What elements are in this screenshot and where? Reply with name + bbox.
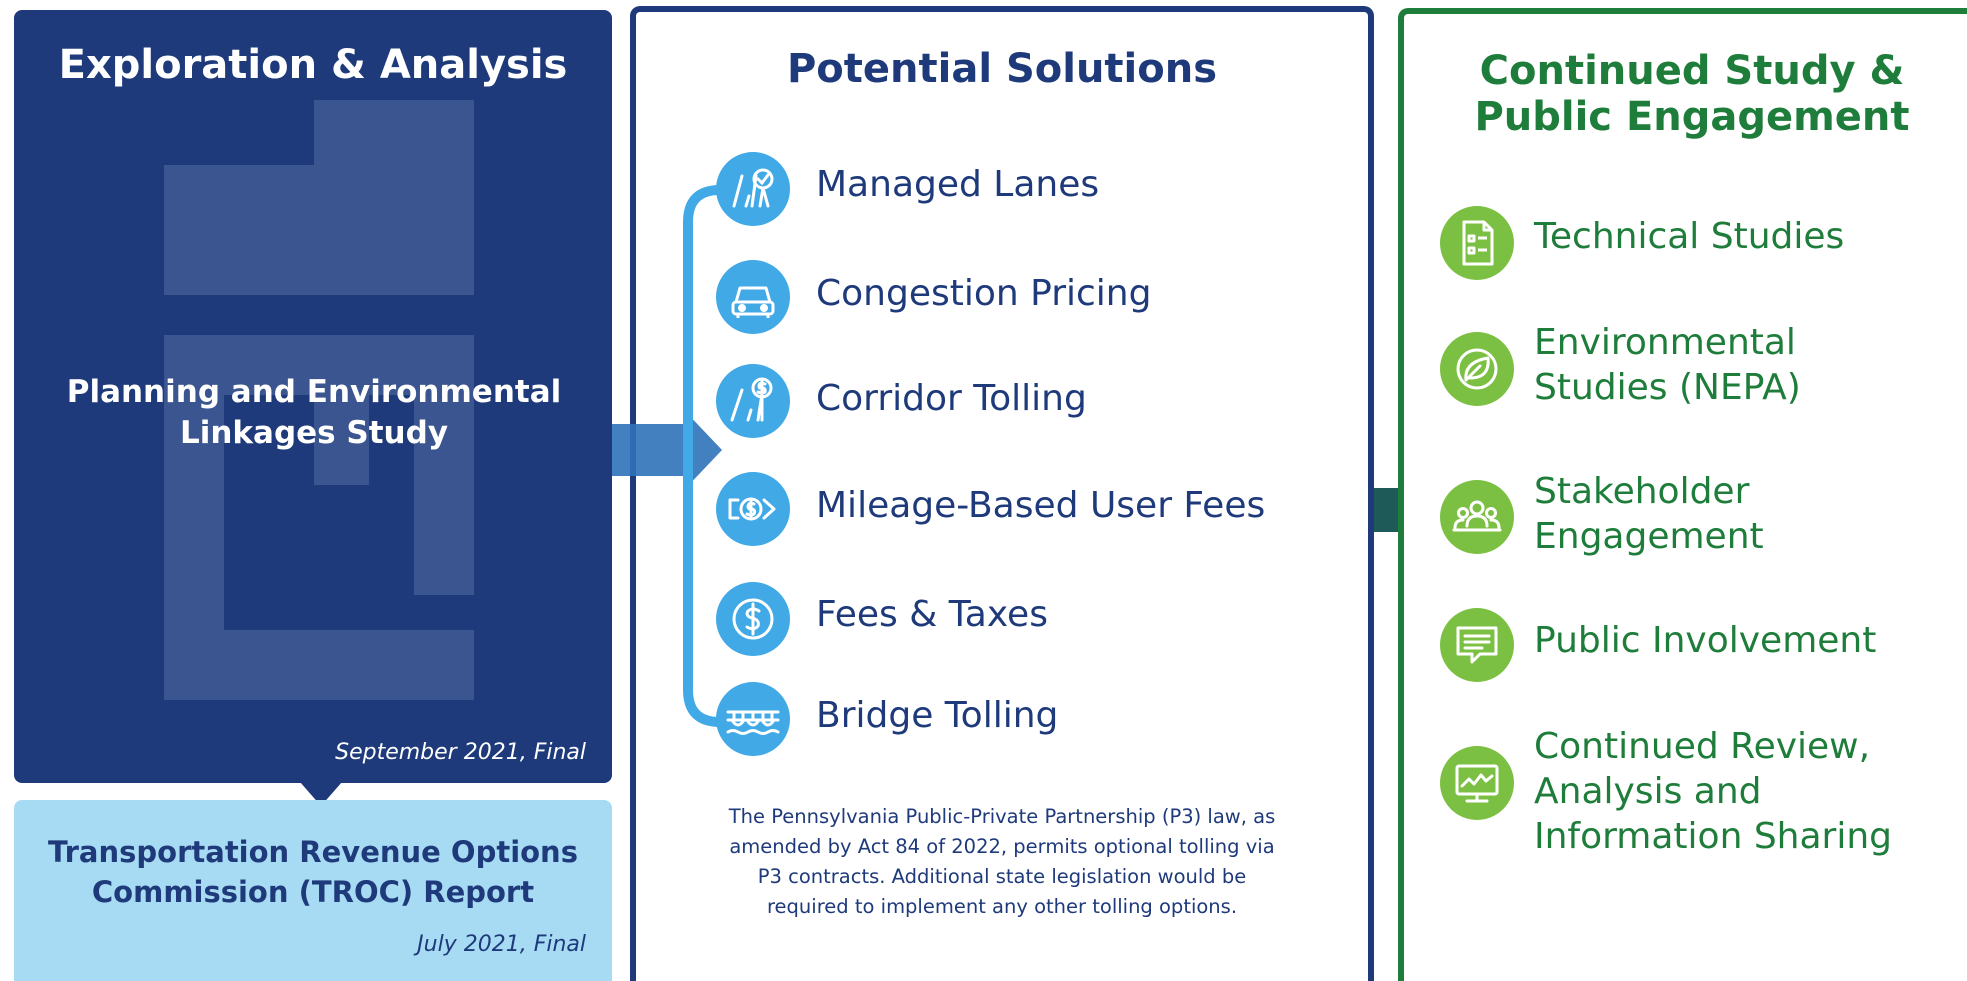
step-stakeholder-engagement: Stakeholder Engagement [1534,469,1764,559]
note-line4: required to implement any other tolling … [766,895,1238,918]
step4-line1: Public Involvement [1534,620,1877,661]
left-panel-title: Exploration & Analysis [58,42,568,88]
people-icon [1440,480,1514,554]
right-title-line1: Continued Study & [1479,48,1905,94]
pel-study-title: Planning and Environmental Linkages Stud… [34,372,594,454]
step3-line1: Stakeholder [1534,471,1750,512]
step-continued-review: Continued Review, Analysis and Informati… [1534,724,1892,859]
solution-bridge-tolling: Bridge Tolling [816,695,1059,736]
pel-study-date: September 2021, Final [335,740,586,765]
note-line3: P3 contracts. Additional state legislati… [757,865,1247,888]
right-panel-title: Continued Study & Public Engagement [1432,48,1952,140]
solution-congestion-pricing: Congestion Pricing [816,273,1152,314]
step-public-involvement: Public Involvement [1534,618,1876,663]
solution-corridor-tolling: Corridor Tolling [816,378,1087,419]
step5-line2: Analysis and [1534,771,1762,812]
potential-solutions-panel: Potential Solutions Managed Lanes Conges… [630,6,1374,981]
step5-line1: Continued Review, [1534,726,1871,767]
middle-panel-title: Potential Solutions [786,46,1218,92]
troc-title-line1: Transportation Revenue Options [48,835,578,869]
solution-managed-lanes: Managed Lanes [816,164,1100,205]
solution-mileage-based-user-fees: Mileage-Based User Fees [816,485,1266,526]
document-icon [1440,206,1514,280]
step-environmental-studies: Environmental Studies (NEPA) [1534,320,1801,410]
leaf-icon [1440,332,1514,406]
mileage-fee-icon [716,472,790,546]
step-technical-studies: Technical Studies [1534,214,1844,259]
pel-study-line2: Linkages Study [179,415,449,451]
pel-study-line1: Planning and Environmental [66,374,562,410]
note-line2: amended by Act 84 of 2022, permits optio… [729,835,1275,858]
bridge-icon [716,682,790,756]
left-panel-pointer [300,782,342,806]
step5-line3: Information Sharing [1534,816,1893,857]
right-title-line2: Public Engagement [1474,94,1910,140]
troc-report-title: Transportation Revenue Options Commissio… [14,832,612,912]
step2-line2: Studies (NEPA) [1534,367,1801,408]
note-line1: The Pennsylvania Public-Private Partners… [728,805,1276,828]
car-icon [716,260,790,334]
troc-report-date: July 2021, Final [417,932,586,957]
chat-icon [1440,608,1514,682]
dollar-icon [716,582,790,656]
step3-line2: Engagement [1534,516,1764,557]
toll-road-icon [716,364,790,438]
step1-line1: Technical Studies [1534,216,1845,257]
p3-law-note: The Pennsylvania Public-Private Partners… [656,802,1348,922]
exploration-analysis-panel: Exploration & Analysis Planning and Envi… [14,10,612,783]
troc-report-panel: Transportation Revenue Options Commissio… [14,800,612,981]
troc-title-line2: Commission (TROC) Report [91,875,535,909]
step2-line1: Environmental [1534,322,1796,363]
solution-fees-taxes: Fees & Taxes [816,594,1048,635]
monitor-icon [1440,746,1514,820]
pel-watermark [164,100,474,700]
continued-study-panel: Continued Study & Public Engagement Tech… [1398,8,1967,981]
managed-lanes-icon [716,152,790,226]
